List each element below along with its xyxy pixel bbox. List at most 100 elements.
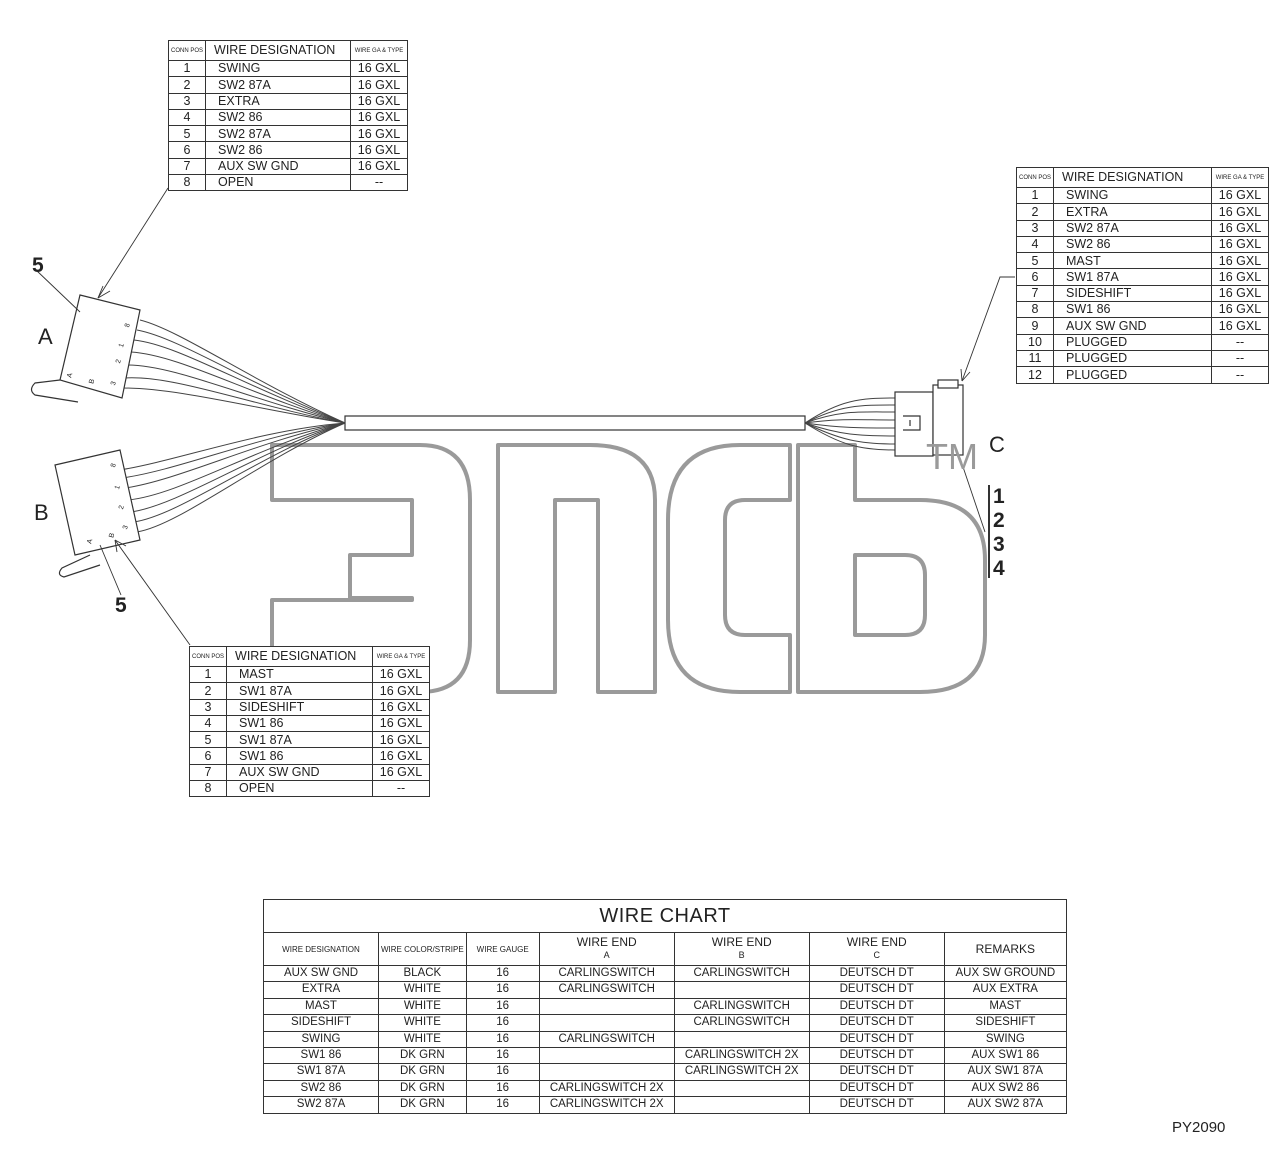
- wire-designation-cell: SW1 87A: [226, 731, 373, 749]
- wire-designation-cell: SW1 86: [1053, 301, 1212, 319]
- wire-designation-cell: AUX SW GND: [1053, 317, 1212, 335]
- wire-ga-cell: 16 GXL: [372, 698, 430, 716]
- wire-designation-cell: SW2 86: [205, 141, 351, 159]
- conn-pos-header: CONN POS: [167, 40, 207, 61]
- cell-designation: SW2 86: [263, 1079, 379, 1098]
- wire-designation-cell: SW1 87A: [226, 682, 373, 700]
- conn-pos-cell: 4: [167, 108, 207, 127]
- wire-designation-cell: AUX SW GND: [205, 157, 351, 176]
- wire-designation-cell: SW2 87A: [1053, 219, 1212, 237]
- wire-ga-cell: 16 GXL: [1211, 252, 1269, 270]
- cell-designation: SW1 87A: [263, 1063, 379, 1081]
- cell-end-a: [538, 1014, 675, 1032]
- connector-a-body: [30, 294, 141, 403]
- conn-pos-cell: 2: [1015, 203, 1055, 221]
- wire-designation-cell: PLUGGED: [1053, 349, 1212, 368]
- wire-designation-cell: EXTRA: [1053, 203, 1212, 221]
- cell-end-a: CARLINGSWITCH: [538, 1030, 675, 1048]
- watermark-logo: [270, 443, 987, 694]
- cell-designation: SW1 86: [263, 1046, 379, 1065]
- wire-ga-header: WIRE GA & TYPE: [1211, 167, 1269, 188]
- wire-ga-cell: 16 GXL: [350, 157, 408, 176]
- conn-pos-cell: 4: [1015, 235, 1055, 254]
- cell-end-c: DEUTSCH DT: [808, 1014, 945, 1032]
- connector-c-callout-4: 4: [993, 557, 1005, 580]
- watermark-tm: TM: [926, 436, 978, 477]
- wire-ga-header: WIRE GA & TYPE: [372, 646, 430, 667]
- conn-pos-cell: 8: [188, 780, 228, 798]
- wire-ga-cell: 16 GXL: [1211, 186, 1269, 205]
- cell-remarks: SIDESHIFT: [943, 1014, 1068, 1032]
- cell-gauge: 16: [465, 981, 540, 999]
- cell-remarks: AUX SW2 86: [943, 1079, 1068, 1098]
- header-color: WIRE COLOR/STRIPE: [378, 932, 467, 966]
- wire-designation-header: WIRE DESIGNATION: [205, 40, 351, 61]
- cell-gauge: 16: [465, 1046, 540, 1065]
- cell-end-b: CARLINGSWITCH 2X: [673, 1063, 810, 1081]
- connector-b-callout: 5: [115, 594, 127, 617]
- wire-ga-cell: --: [1211, 333, 1269, 351]
- conn-pos-cell: 7: [188, 763, 228, 782]
- wire-ga-cell: 16 GXL: [372, 747, 430, 765]
- cell-end-b: [673, 1096, 810, 1114]
- cell-end-b: CARLINGSWITCH 2X: [673, 1046, 810, 1065]
- cell-color: DK GRN: [378, 1046, 467, 1065]
- wire-designation-cell: SW2 86: [1053, 235, 1212, 254]
- conn-pos-cell: 10: [1015, 333, 1055, 351]
- wire-ga-cell: 16 GXL: [1211, 268, 1269, 286]
- cell-end-c: DEUTSCH DT: [808, 981, 945, 999]
- wire-designation-cell: AUX SW GND: [226, 763, 373, 782]
- connector-c-callout-2: 2: [993, 509, 1005, 532]
- wire-ga-cell: 16 GXL: [372, 731, 430, 749]
- conn-pos-cell: 2: [167, 76, 207, 94]
- wire-ga-cell: 16 GXL: [1211, 203, 1269, 221]
- connector-b-table: CONN POS WIRE DESIGNATION WIRE GA & TYPE…: [188, 646, 430, 798]
- cell-color: DK GRN: [378, 1063, 467, 1081]
- conn-pos-cell: 1: [188, 665, 228, 684]
- wire-ga-cell: --: [372, 780, 430, 798]
- cell-end-a: CARLINGSWITCH 2X: [538, 1096, 675, 1114]
- connector-c-callout-3: 3: [993, 533, 1005, 556]
- cell-designation: SW2 87A: [263, 1096, 379, 1114]
- connector-b-body: [54, 449, 141, 578]
- cell-gauge: 16: [465, 964, 540, 983]
- cell-end-b: CARLINGSWITCH: [673, 964, 810, 983]
- cell-designation: MAST: [263, 997, 379, 1016]
- wire-designation-cell: SW2 87A: [205, 76, 351, 94]
- wire-designation-cell: SIDESHIFT: [1053, 284, 1212, 303]
- cell-end-c: DEUTSCH DT: [808, 1046, 945, 1065]
- wire-ga-cell: 16 GXL: [372, 682, 430, 700]
- cell-end-b: [673, 981, 810, 999]
- cell-end-b: [673, 1079, 810, 1098]
- wire-ga-cell: 16 GXL: [1211, 235, 1269, 254]
- cell-gauge: 16: [465, 1063, 540, 1081]
- wire-designation-cell: SWING: [205, 59, 351, 78]
- wire-chart-title: WIRE CHART: [263, 899, 1067, 933]
- conn-pos-cell: 3: [188, 698, 228, 716]
- wire-ga-cell: --: [1211, 366, 1269, 384]
- wire-designation-cell: SW2 86: [205, 108, 351, 127]
- cell-color: BLACK: [378, 964, 467, 983]
- wire-ga-cell: --: [350, 174, 408, 192]
- wire-designation-cell: SWING: [1053, 186, 1212, 205]
- connector-c-callout-1: 1: [993, 485, 1005, 508]
- conn-pos-header: CONN POS: [188, 646, 228, 667]
